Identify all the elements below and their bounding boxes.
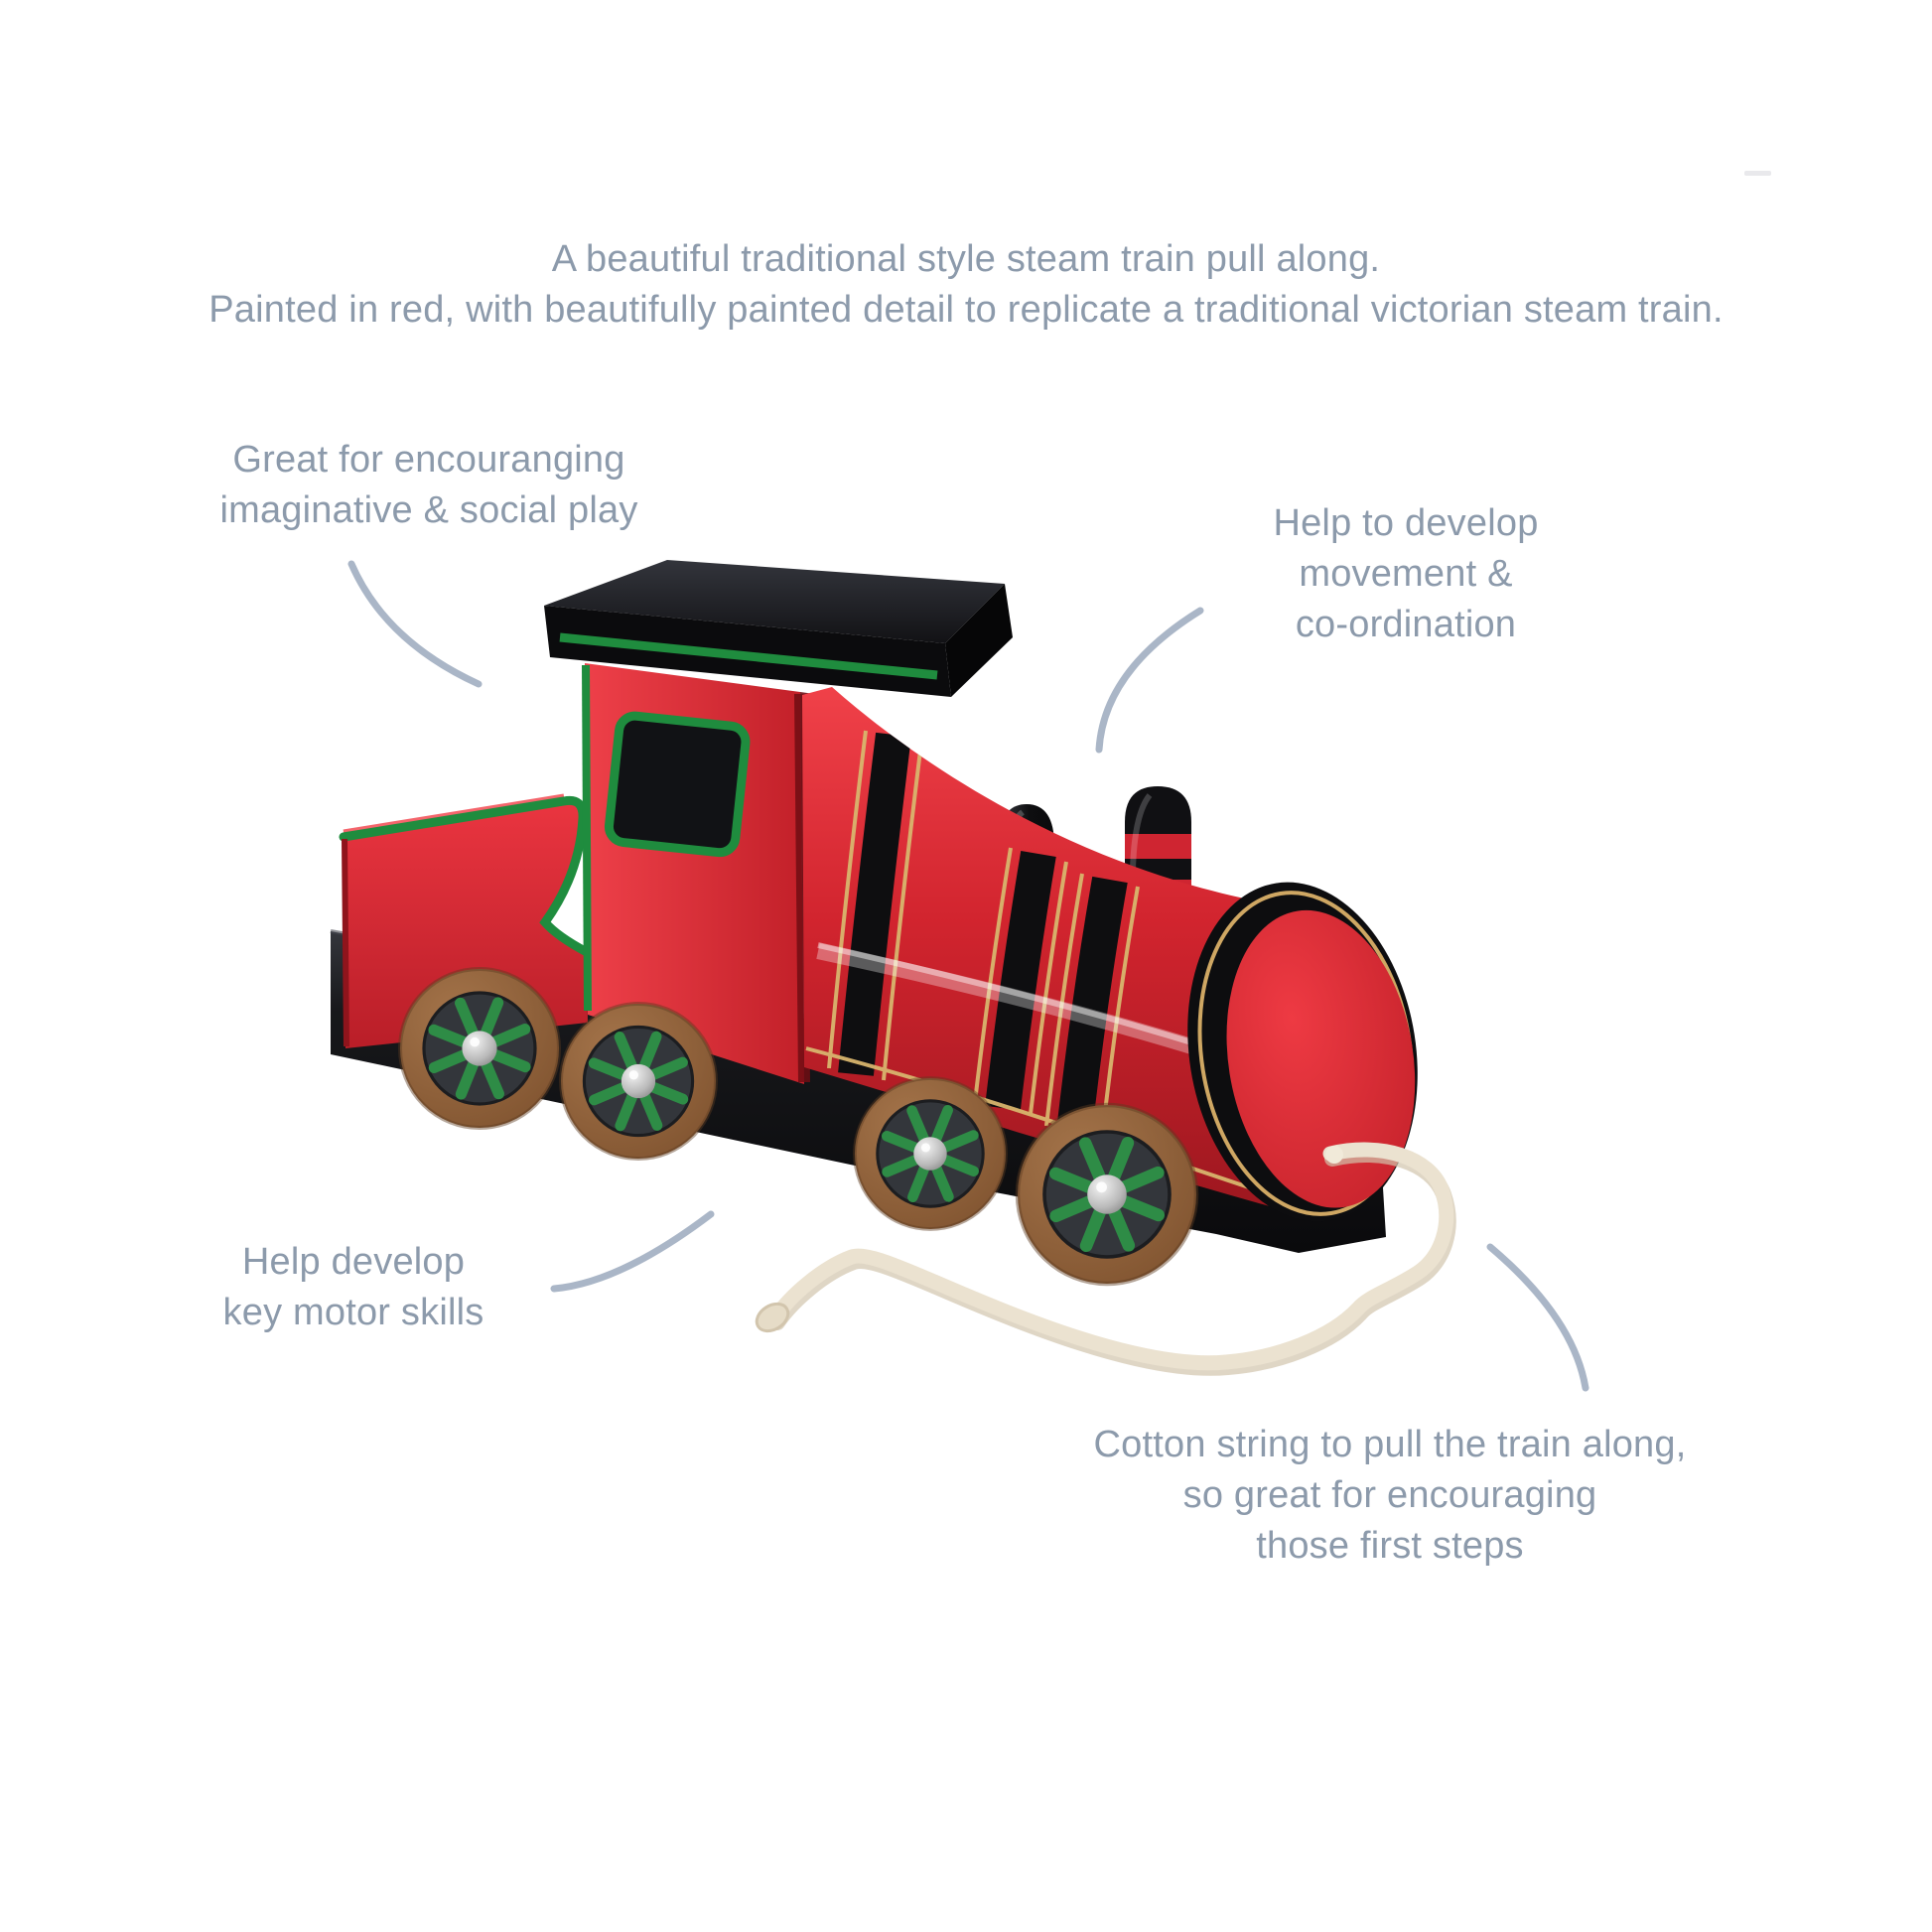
boiler-band: [838, 732, 911, 1076]
annotation-line: imaginative & social play: [219, 489, 638, 531]
boiler-band: [1056, 876, 1128, 1135]
annotation-line: Cotton string to pull the train along,: [1093, 1424, 1687, 1465]
train-wheel: [1018, 1105, 1196, 1284]
annotation-line: movement &: [1299, 553, 1513, 595]
annotation-cotton-string: Cotton string to pull the train along, s…: [1094, 1420, 1687, 1572]
tender-green-trim: [339, 795, 592, 957]
boiler-front-face: [1187, 882, 1418, 1222]
page-artifact-dash: [1744, 171, 1771, 176]
roof-green-stripe: [559, 632, 938, 680]
annotation-line: key motor skills: [222, 1292, 484, 1333]
gold-pinstripes: [805, 730, 1250, 1189]
intro-text-line-2: Painted in red, with beautifully painted…: [208, 289, 1724, 331]
cab-green-edge-trim: [582, 664, 592, 1012]
string-frayed-end: [755, 1302, 790, 1333]
intro-text-line-1: A beautiful traditional style steam trai…: [551, 238, 1381, 280]
callout-arc-imaginative-play: [347, 560, 483, 688]
annotation-line: Help to develop: [1273, 502, 1539, 544]
train-roof: [544, 560, 1013, 697]
callout-arcs: [347, 560, 1589, 1392]
train-wheel: [400, 969, 559, 1128]
cab-window: [604, 711, 751, 858]
train-wheel: [855, 1078, 1006, 1229]
annotation-line: those first steps: [1256, 1525, 1524, 1567]
callout-arc-cotton-string: [1486, 1243, 1589, 1392]
annotation-line: co-ordination: [1295, 604, 1517, 645]
boiler-band: [985, 851, 1056, 1111]
pull-string: [755, 1142, 1456, 1376]
steam-train: [330, 560, 1456, 1376]
annotation-imaginative-play: Great for encouranging imaginative & soc…: [219, 435, 637, 536]
annotation-line: Great for encouranging: [232, 439, 625, 481]
annotation-movement: Help to develop movement & co-ordination: [1273, 498, 1538, 650]
callout-arc-motor-skills: [550, 1210, 715, 1293]
train-wheel: [561, 1004, 716, 1159]
annotation-line: so great for encouraging: [1182, 1474, 1597, 1516]
train-cab: [582, 663, 810, 1084]
annotation-line: Help develop: [241, 1241, 466, 1283]
callout-arc-movement: [1095, 607, 1204, 754]
intro-text: A beautiful traditional style steam trai…: [208, 234, 1723, 336]
annotation-motor-skills: Help develop key motor skills: [223, 1237, 484, 1338]
